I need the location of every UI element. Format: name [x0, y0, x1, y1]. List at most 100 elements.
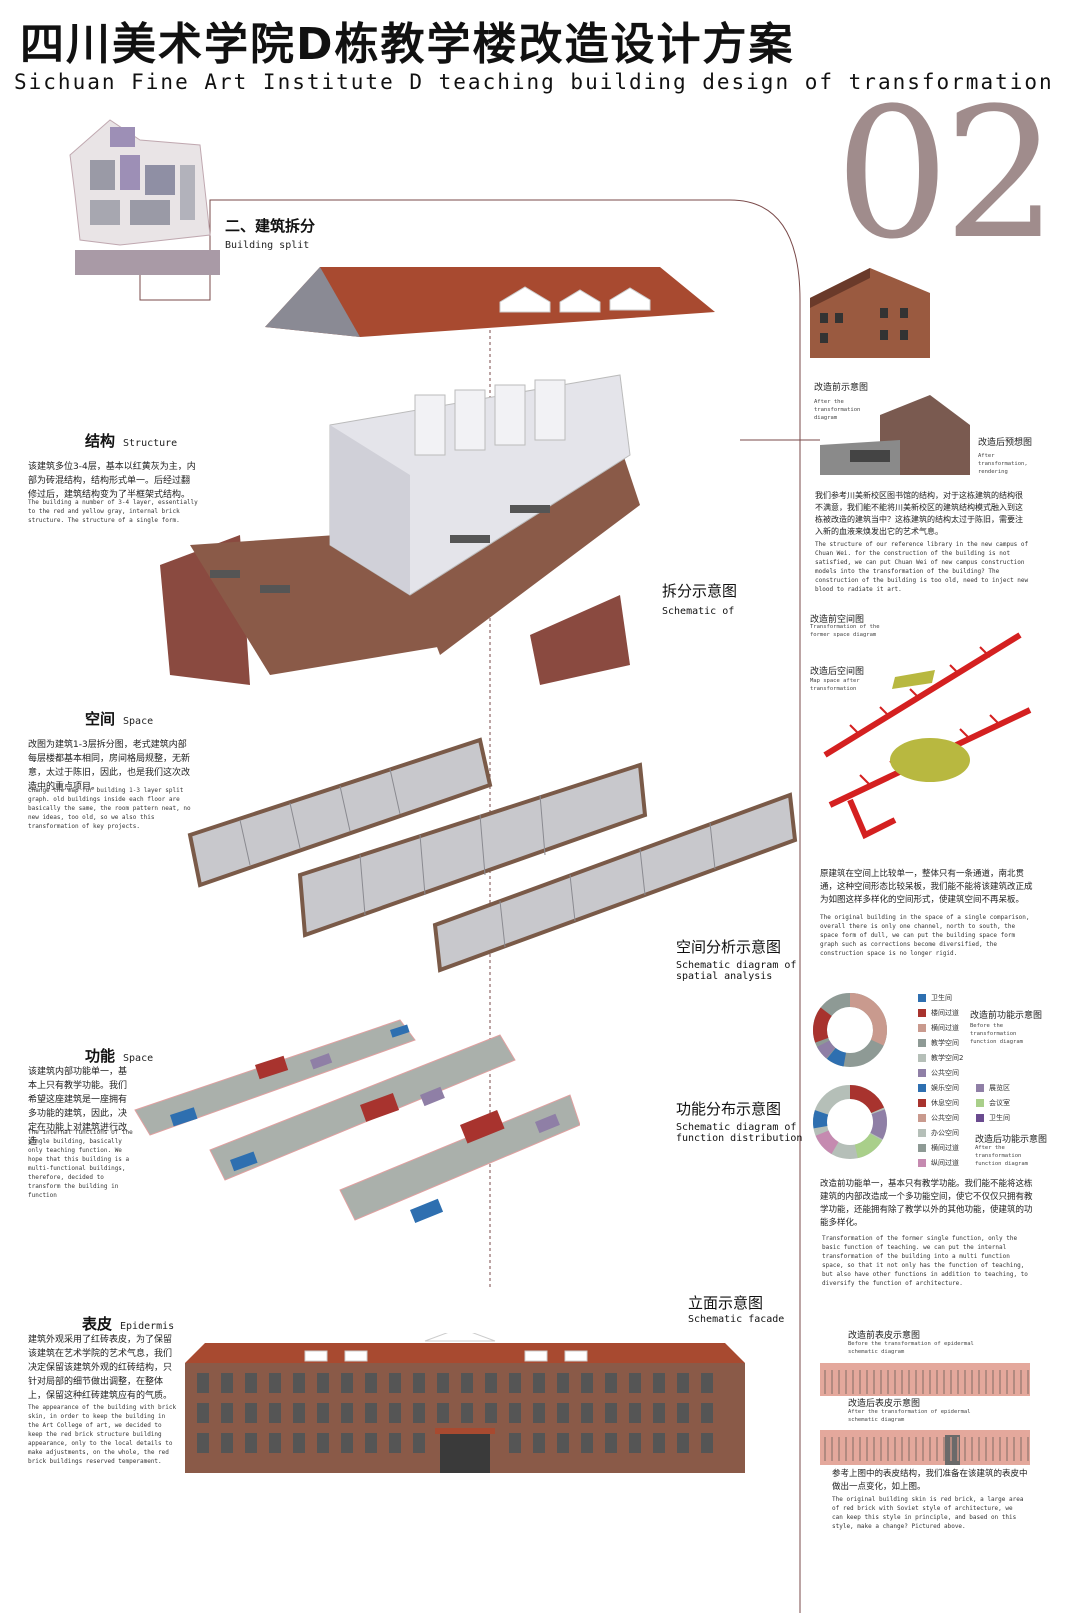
legend-item: 横间过道 — [918, 1020, 963, 1035]
legend-label: 展览区 — [989, 1083, 1010, 1092]
facade-before-label: 改造前表皮示意图 — [848, 1331, 921, 1341]
facade-window — [629, 1373, 641, 1393]
facade-analysis-body-en: The original building skin is red brick,… — [832, 1496, 1024, 1530]
facade-stripe — [866, 1370, 868, 1394]
page-title: 四川美术学院D栋教学楼改造设计方案 — [20, 19, 795, 70]
facade-stripe — [936, 1437, 938, 1461]
facade-stripe — [1006, 1370, 1008, 1394]
facade-stripe — [922, 1437, 924, 1461]
legend-label: 卫生间 — [989, 1113, 1010, 1122]
facade-stripe — [845, 1370, 847, 1394]
reference-body-cn: 我们参考川美新校区图书馆的结构，对于这栋建筑的结构很不满意，我们能不能将川美新校… — [815, 491, 1023, 536]
facade-after-label: 改造后表皮示意图 — [848, 1399, 921, 1409]
facade-stripe — [880, 1370, 882, 1394]
facade-stripe — [978, 1437, 980, 1461]
epidermis-heading-en: Epidermis — [120, 1321, 175, 1332]
facade-window — [293, 1373, 305, 1393]
function-after-legend-left: 娱乐空间休息空间公共空间办公空间横间过道纵间过道 — [918, 1080, 959, 1170]
structure-heading-en: Structure — [123, 438, 178, 449]
legend-item: 展览区 — [976, 1080, 1010, 1095]
facade-stripe — [1027, 1370, 1029, 1394]
facade-window — [197, 1433, 209, 1453]
legend-item: 会议室 — [976, 1095, 1010, 1110]
facade-stripe — [1013, 1437, 1015, 1461]
facade-stripe — [929, 1370, 931, 1394]
before-photo-label: 改造前示意图 — [814, 383, 869, 393]
facade-stripe — [859, 1370, 861, 1394]
facade-stripe — [852, 1437, 854, 1461]
facade-window — [677, 1433, 689, 1453]
facade-elevation-illustration — [185, 1333, 745, 1473]
facade-stripe — [880, 1437, 882, 1461]
structure-body-cn: 该建筑多位3-4层，基本以红黄灰为主，内部为砖混结构，结构形式单一。后经过翻修过… — [28, 462, 196, 500]
legend-label: 纵间过道 — [931, 1158, 959, 1167]
facade-stripe — [999, 1437, 1001, 1461]
facade-window — [533, 1433, 545, 1453]
function-after-title-en: After the transformation function diagra… — [975, 1145, 1028, 1167]
facade-window — [341, 1433, 353, 1453]
facade-stripe — [922, 1370, 924, 1394]
after-rendering-label-en: After transformation, rendering — [978, 453, 1028, 475]
legend-item: 公共空间 — [918, 1065, 963, 1080]
function-heading-en: Space — [123, 1053, 154, 1064]
facade-stripe — [1006, 1437, 1008, 1461]
facade-window — [293, 1403, 305, 1423]
facade-window — [509, 1433, 521, 1453]
epidermis-body-en: The appearance of the building with bric… — [28, 1404, 177, 1465]
facade-window — [221, 1403, 233, 1423]
legend-swatch — [918, 1128, 926, 1137]
facade-window — [437, 1403, 449, 1423]
legend-swatch — [918, 1053, 926, 1062]
space-schematic-label: 空间分析示意图 — [676, 938, 782, 956]
legend-item: 娱乐空间 — [918, 1080, 959, 1095]
space-before-label: 改造前空间图 — [810, 615, 865, 625]
function-before-title: 改造前功能示意图 — [970, 1011, 1043, 1021]
function-heading: 功能 — [85, 1047, 116, 1065]
after-rendering-label: 改造后预想图 — [978, 438, 1033, 448]
split-heading-en: Building split — [225, 240, 310, 251]
function-before-title-en: Before the transformation function diagr… — [970, 1023, 1023, 1045]
legend-item: 卫生间 — [918, 990, 963, 1005]
facade-stripe — [908, 1370, 910, 1394]
facade-stripe — [950, 1370, 952, 1394]
reference-body-en: The structure of our reference library i… — [815, 541, 1029, 593]
function-body-en: The internal functions of the single bui… — [28, 1129, 133, 1199]
space-before-label-en: Transformation of the former space diagr… — [810, 624, 880, 638]
facade-window — [509, 1403, 521, 1423]
facade-stripe — [831, 1370, 833, 1394]
facade-window — [269, 1373, 281, 1393]
legend-swatch — [918, 1023, 926, 1032]
legend-label: 教学空间 — [931, 1038, 959, 1047]
function-after-title: 改造后功能示意图 — [975, 1135, 1048, 1145]
facade-window — [581, 1403, 593, 1423]
facade-window — [365, 1403, 377, 1423]
space-after-label: 改造后空间图 — [810, 667, 865, 677]
function-analysis-body-cn: 改造前功能单一，基本只有教学功能。我们能不能将这栋建筑的内部改造成一个多功能空间… — [820, 1179, 1033, 1228]
function-floor-plans-illustration — [134, 1019, 580, 1223]
facade-after-label-en: After the transformation of epidermal sc… — [848, 1409, 971, 1423]
facade-window — [653, 1433, 665, 1453]
facade-stripe — [1020, 1437, 1022, 1461]
function-after-donut — [813, 1085, 887, 1159]
function-after-legend-right: 展览区会议室卫生间 — [976, 1080, 1010, 1125]
function-schematic-label-en: Schematic diagram of function distributi… — [676, 1122, 803, 1144]
facade-stripe — [957, 1437, 959, 1461]
legend-swatch — [976, 1083, 984, 1092]
space-floor-plans-illustration — [187, 737, 798, 973]
facade-stripe — [887, 1437, 889, 1461]
legend-label: 楼间过道 — [931, 1008, 959, 1017]
legend-swatch — [918, 1113, 926, 1122]
facade-window — [677, 1403, 689, 1423]
space-analysis-body-cn: 原建筑在空间上比较单一，整体只有一条通道，南北贯通，这种空间形态比较呆板，我们能… — [820, 869, 1033, 905]
facade-schematic-label: 立面示意图 — [688, 1294, 764, 1312]
facade-window — [677, 1373, 689, 1393]
facade-window — [197, 1403, 209, 1423]
facade-window — [221, 1373, 233, 1393]
facade-window — [533, 1403, 545, 1423]
facade-window — [485, 1403, 497, 1423]
facade-window — [245, 1373, 257, 1393]
facade-window — [653, 1373, 665, 1393]
facade-after-diagram — [820, 1430, 1030, 1465]
facade-stripe — [873, 1370, 875, 1394]
